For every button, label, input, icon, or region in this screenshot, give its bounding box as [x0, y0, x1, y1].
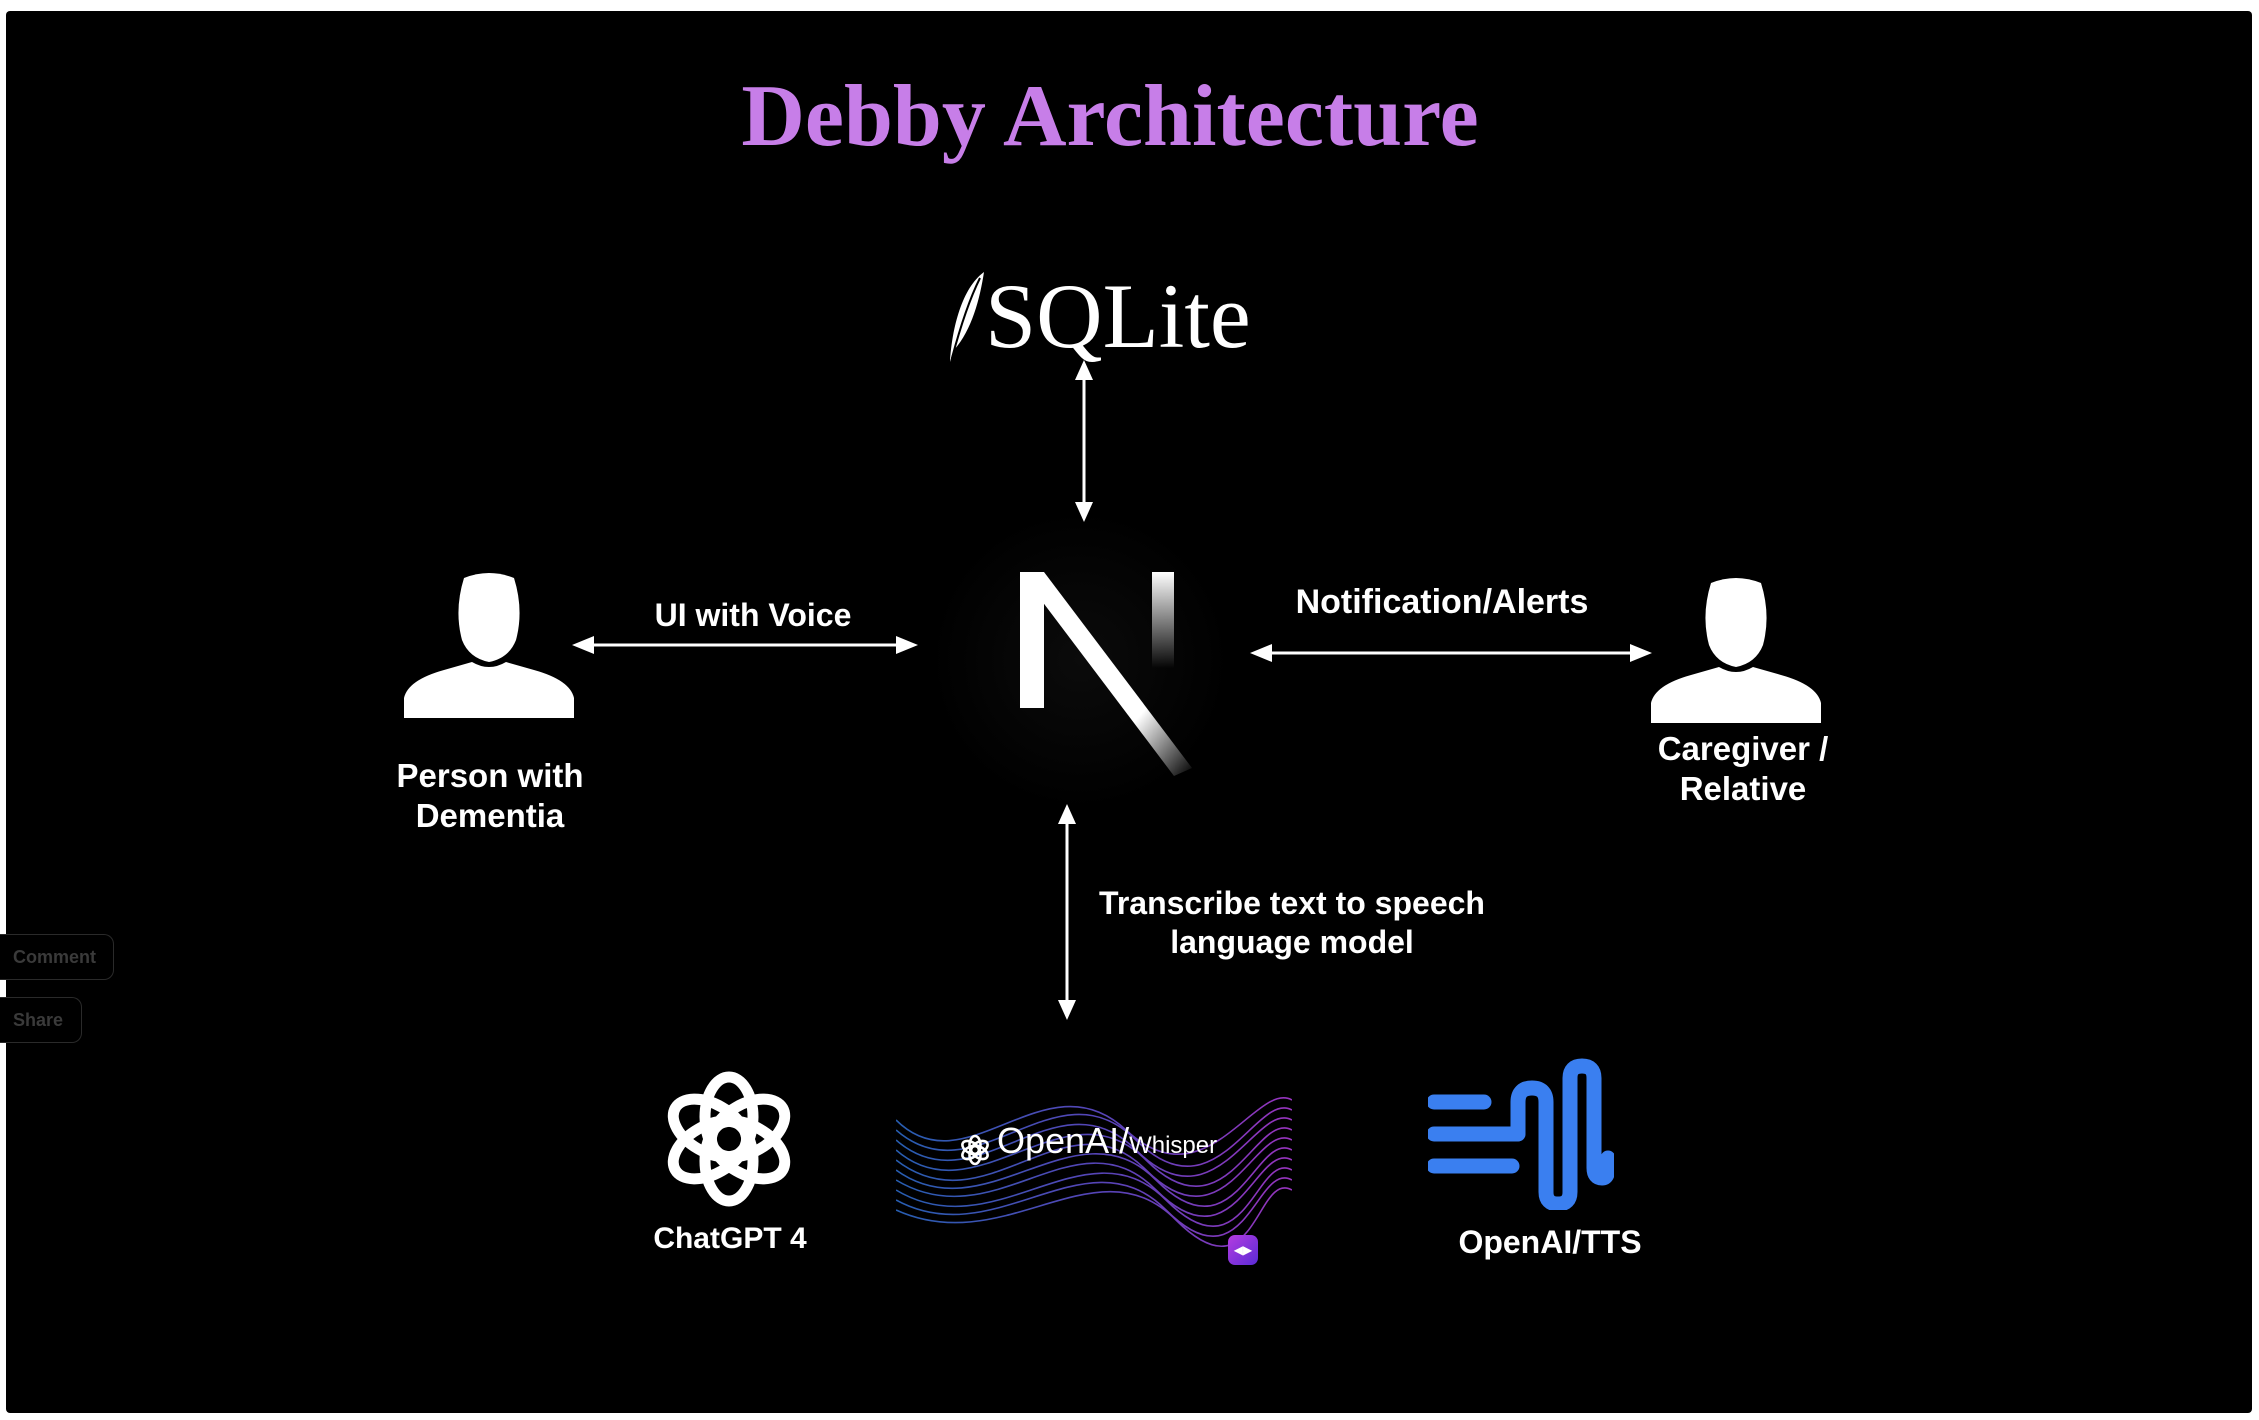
edge-label-transcribe-line2: language model [1170, 924, 1414, 960]
caregiver-person-icon [1651, 578, 1821, 723]
edge-label-ui-voice: UI with Voice [654, 597, 852, 633]
feather-icon [950, 272, 984, 362]
chatgpt-label: ChatGPT 4 [653, 1222, 807, 1255]
whisper-brand: OpenAI/ [997, 1120, 1130, 1161]
person-label-line2: Dementia [415, 797, 565, 834]
nextjs-n-icon [930, 510, 1230, 810]
openai-knot-icon [667, 1071, 791, 1207]
edge-label-transcribe-line1: Transcribe text to speech [1099, 885, 1485, 921]
comment-button[interactable]: Comment [0, 934, 114, 980]
share-button[interactable]: Share [0, 997, 82, 1043]
arrow-person-nextjs [572, 636, 918, 654]
person-icon [404, 573, 574, 718]
sqlite-label: SQLite [985, 265, 1251, 367]
whisper-badge-icon: ◀▶ [1228, 1235, 1258, 1265]
whisper-card [896, 1060, 1292, 1260]
soundwave-icon [1428, 1058, 1614, 1210]
caregiver-label-line1: Caregiver / [1657, 730, 1829, 767]
tts-label: OpenAI/TTS [1458, 1224, 1642, 1260]
caregiver-label-line2: Relative [1679, 770, 1807, 807]
openai-small-icon [961, 1134, 989, 1166]
diagram-title: Debby Architecture [741, 68, 1479, 165]
whisper-label: OpenAI/Whisper [997, 1120, 1217, 1162]
arrow-nextjs-caregiver [1250, 644, 1652, 662]
arrow-nextjs-models [1058, 804, 1076, 1020]
arrow-sqlite-nextjs [1075, 360, 1093, 522]
edge-label-notifications: Notification/Alerts [1295, 583, 1589, 621]
whisper-product: Whisper [1129, 1132, 1218, 1159]
person-label-line1: Person with [396, 757, 584, 794]
